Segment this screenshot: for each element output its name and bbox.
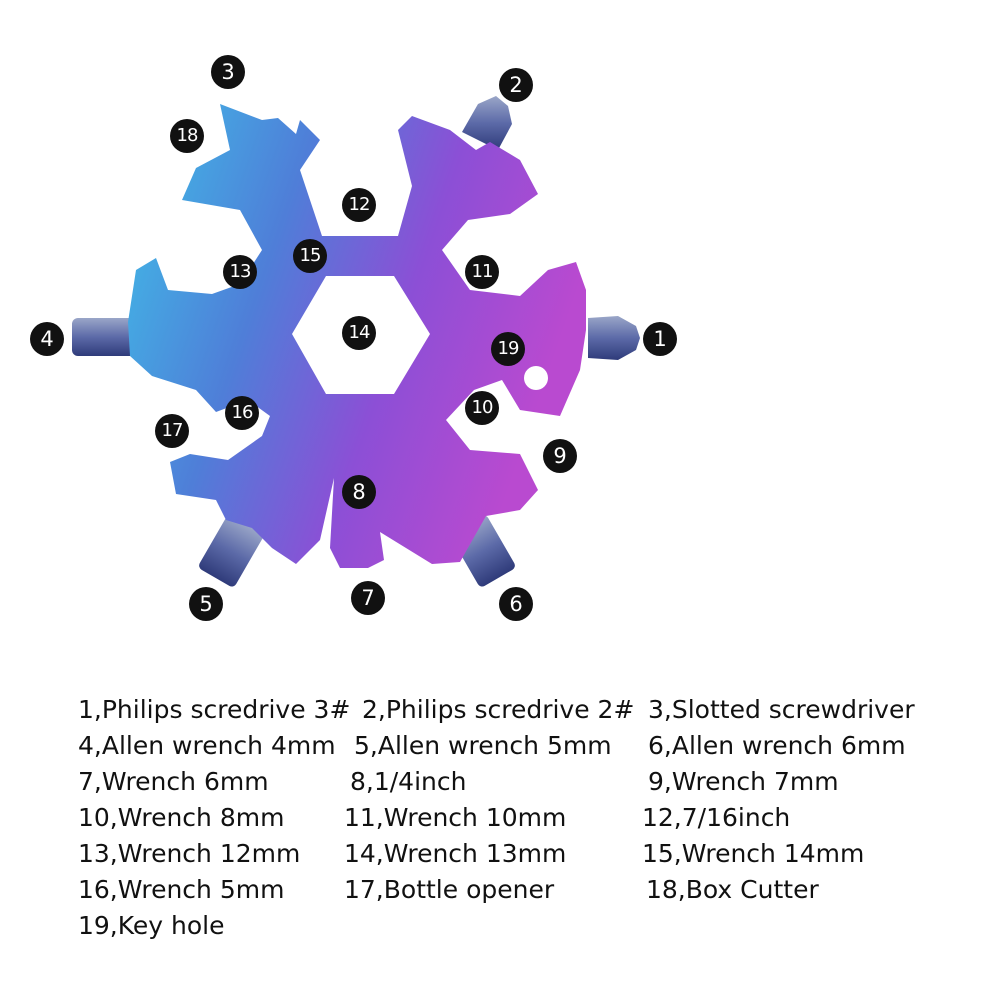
callout-15: 15: [293, 239, 327, 273]
multitool-diagram: 1 2 3 4 5 6 7 8 9 10 11 12 13 14 15 16 1…: [30, 55, 677, 621]
legend-item: 3,Slotted screwdriver: [648, 695, 915, 724]
callout-8: 8: [342, 475, 376, 509]
callout-3: 3: [211, 55, 245, 89]
callout-16: 16: [225, 396, 259, 430]
callout-11: 11: [465, 255, 499, 289]
legend-row-4: 10,Wrench 8mm 11,Wrench 10mm 12,7/16inch: [78, 800, 958, 836]
philips-bit-2: [462, 96, 512, 150]
legend-item: 18,Box Cutter: [646, 875, 819, 904]
legend-item: 12,7/16inch: [642, 803, 791, 832]
legend-item: 8,1/4inch: [350, 767, 467, 796]
tool-legend: 1,Philips scredrive 3# 2,Philips scredri…: [78, 692, 958, 944]
callout-18: 18: [170, 119, 204, 153]
callout-2: 2: [499, 68, 533, 102]
callout-14: 14: [342, 316, 376, 350]
legend-item: 16,Wrench 5mm: [78, 875, 285, 904]
legend-item: 6,Allen wrench 6mm: [648, 731, 906, 760]
legend-item: 15,Wrench 14mm: [642, 839, 865, 868]
legend-item: 4,Allen wrench 4mm: [78, 731, 336, 760]
legend-item: 10,Wrench 8mm: [78, 803, 285, 832]
legend-item: 19,Key hole: [78, 911, 225, 940]
callout-12: 12: [342, 188, 376, 222]
legend-row-5: 13,Wrench 12mm 14,Wrench 13mm 15,Wrench …: [78, 836, 958, 872]
legend-item: 7,Wrench 6mm: [78, 767, 269, 796]
callout-6: 6: [499, 587, 533, 621]
legend-row-6: 16,Wrench 5mm 17,Bottle opener 18,Box Cu…: [78, 872, 958, 908]
allen-bit-5mm: [199, 515, 263, 587]
callout-4: 4: [30, 322, 64, 356]
legend-row-2: 4,Allen wrench 4mm 5,Allen wrench 5mm 6,…: [78, 728, 958, 764]
callout-17: 17: [155, 414, 189, 448]
callout-5: 5: [189, 587, 223, 621]
philips-bit-3: [588, 316, 640, 360]
legend-item: 17,Bottle opener: [344, 875, 555, 904]
snowflake-body: [128, 104, 586, 568]
callout-9: 9: [543, 439, 577, 473]
callout-13: 13: [223, 255, 257, 289]
legend-item: 1,Philips scredrive 3#: [78, 695, 351, 724]
legend-row-7: 19,Key hole: [78, 908, 958, 944]
callout-7: 7: [351, 581, 385, 615]
legend-row-1: 1,Philips scredrive 3# 2,Philips scredri…: [78, 692, 958, 728]
callout-1: 1: [643, 322, 677, 356]
legend-item: 5,Allen wrench 5mm: [354, 731, 612, 760]
legend-row-3: 7,Wrench 6mm 8,1/4inch 9,Wrench 7mm: [78, 764, 958, 800]
legend-item: 9,Wrench 7mm: [648, 767, 839, 796]
callout-10: 10: [465, 391, 499, 425]
callout-19: 19: [491, 332, 525, 366]
legend-item: 2,Philips scredrive 2#: [362, 695, 635, 724]
snowflake-multitool-icon: [72, 96, 640, 587]
legend-item: 11,Wrench 10mm: [344, 803, 567, 832]
legend-item: 14,Wrench 13mm: [344, 839, 567, 868]
legend-item: 13,Wrench 12mm: [78, 839, 301, 868]
